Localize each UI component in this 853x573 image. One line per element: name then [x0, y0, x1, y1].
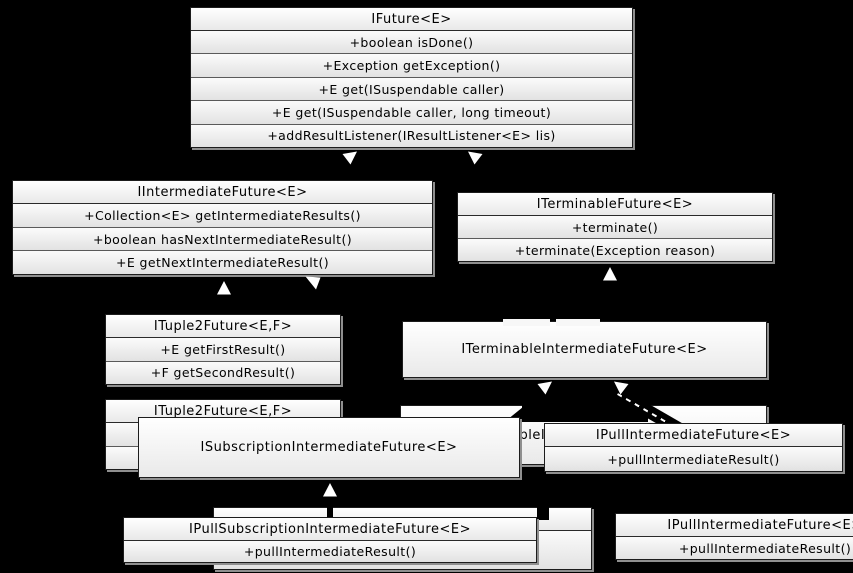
class-method: +E getFirstResult() — [106, 338, 340, 362]
class-box-iterminable-intermediate-future: ITerminableIntermediateFuture<E> — [402, 321, 767, 378]
class-box-ipull-intermediate-future-b: IPullIntermediateFuture<E> +pullIntermed… — [615, 513, 853, 560]
class-methods: +pullIntermediateResult() — [616, 537, 853, 559]
class-method: +Collection<E> getIntermediateResults() — [13, 204, 432, 228]
class-method: +Exception getException() — [191, 54, 632, 78]
class-methods: +E getFirstResult()+F getSecondResult() — [106, 338, 340, 384]
inheritance-arrowhead-icon — [613, 381, 629, 395]
inheritance-arrowhead-icon — [216, 281, 232, 295]
inheritance-arrowhead-icon — [537, 381, 553, 395]
class-method: +boolean hasNextIntermediateResult() — [13, 227, 432, 252]
render-artifact-fragment — [556, 319, 600, 326]
class-methods: +Collection<E> getIntermediateResults()+… — [13, 204, 432, 275]
class-method: +terminate(Exception reason) — [458, 239, 772, 261]
class-title: ITerminableIntermediateFuture<E> — [403, 322, 766, 377]
class-method: +E get(ISuspendable caller) — [191, 77, 632, 102]
inheritance-arrowhead-icon — [342, 151, 358, 165]
class-box-ipull-subscription-intermediate-future: IPullSubscriptionIntermediateFuture<E> +… — [123, 517, 537, 563]
class-method: +boolean isDone() — [191, 31, 632, 55]
class-method: +E get(ISuspendable caller, long timeout… — [191, 101, 632, 125]
class-methods: +terminate()+terminate(Exception reason) — [458, 216, 772, 261]
inheritance-arrowhead-icon — [305, 276, 321, 290]
class-method: +terminate() — [458, 216, 772, 239]
inheritance-arrowhead-icon — [467, 151, 483, 165]
class-method: +addResultListener(IResultListener<E> li… — [191, 124, 632, 148]
class-title: ISubscriptionIntermediateFuture<E> — [139, 418, 519, 477]
class-title: ITuple2Future<E,F> — [106, 315, 340, 338]
class-methods: +boolean isDone()+Exception getException… — [191, 31, 632, 148]
connector-line — [522, 401, 648, 422]
class-box-ifuture: IFuture<E> +boolean isDone()+Exception g… — [190, 7, 633, 148]
class-box-iintermediate-future: IIntermediateFuture<E> +Collection<E> ge… — [12, 180, 433, 275]
class-title: IFuture<E> — [191, 8, 632, 31]
class-method: +pullIntermediateResult() — [545, 447, 842, 471]
inheritance-arrowhead-icon — [322, 483, 338, 497]
class-method: +pullIntermediateResult() — [616, 537, 853, 559]
class-methods: +pullIntermediateResult() — [124, 541, 536, 562]
class-method: +E getNextIntermediateResult() — [13, 251, 432, 275]
class-box-ituple2future-a: ITuple2Future<E,F> +E getFirstResult()+F… — [105, 314, 341, 385]
class-title: IIntermediateFuture<E> — [13, 181, 432, 204]
class-title: IPullSubscriptionIntermediateFuture<E> — [124, 518, 536, 541]
class-method: +F getSecondResult() — [106, 361, 340, 384]
class-box-isubscription-intermediate-future: ISubscriptionIntermediateFuture<E> — [138, 417, 520, 478]
class-title: ITerminableFuture<E> — [458, 193, 772, 216]
class-box-ipull-intermediate-future-a: IPullIntermediateFuture<E> +pullIntermed… — [544, 423, 843, 472]
render-artifact-fragment — [537, 506, 549, 520]
render-artifact-fragment — [503, 319, 550, 326]
connector-line — [327, 495, 333, 520]
class-method: +pullIntermediateResult() — [124, 541, 536, 562]
class-title: IPullIntermediateFuture<E> — [545, 424, 842, 447]
class-methods: +pullIntermediateResult() — [545, 447, 842, 471]
class-title: IPullIntermediateFuture<E> — [616, 514, 853, 537]
class-box-iterminable-future: ITerminableFuture<E> +terminate()+termin… — [457, 192, 773, 262]
inheritance-arrowhead-icon — [602, 267, 618, 281]
